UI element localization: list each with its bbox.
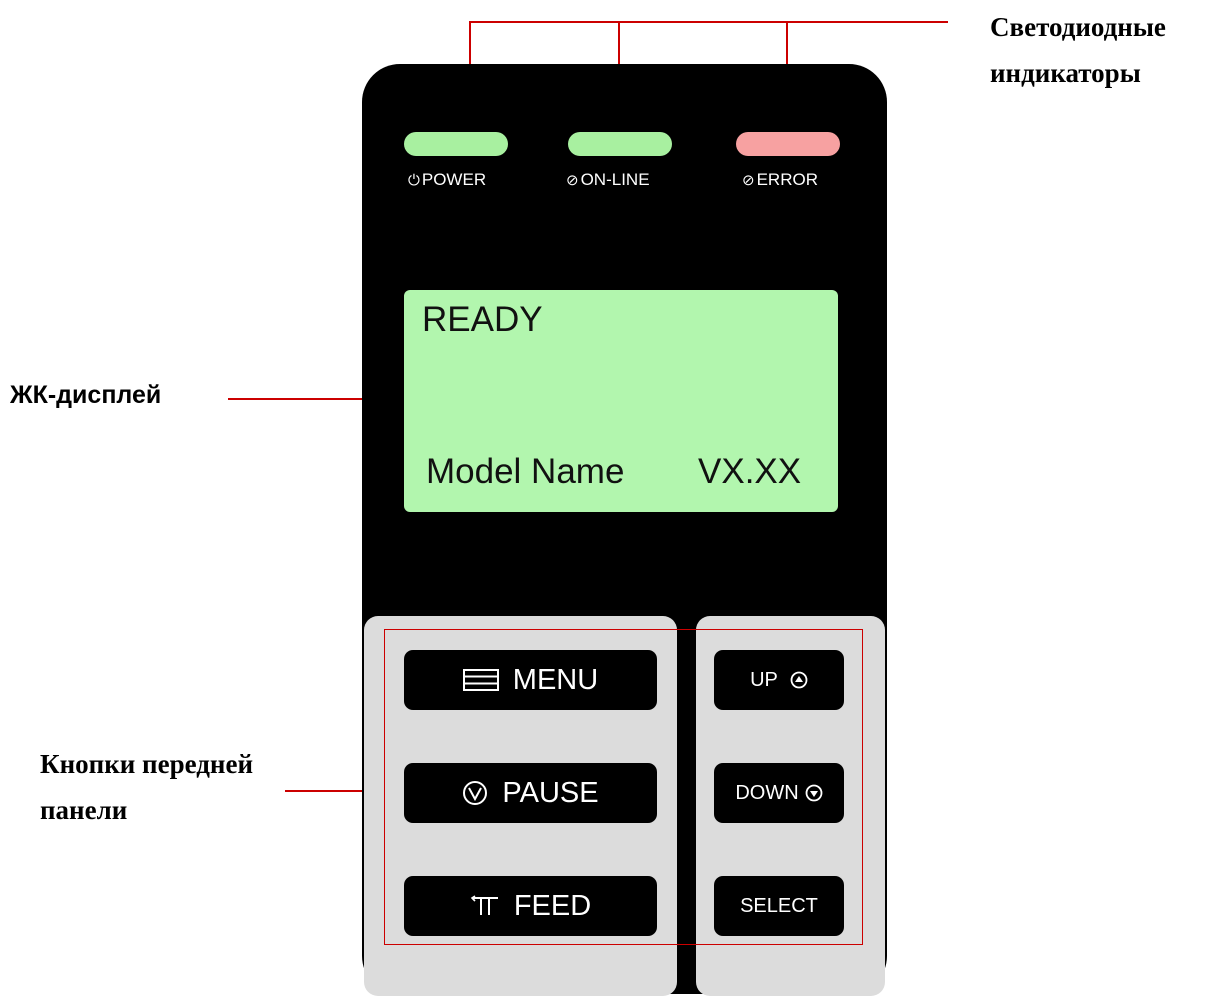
menu-button[interactable]: MENU [404, 650, 657, 710]
down-button[interactable]: DOWN [714, 763, 844, 823]
lcd-status: READY [422, 300, 543, 339]
leader-leds-horizontal [469, 21, 948, 23]
callout-leds: Светодиодные индикаторы [990, 4, 1166, 96]
select-button[interactable]: SELECT [714, 876, 844, 936]
leader-buttons [285, 790, 385, 792]
lcd-version: VX.XX [698, 452, 802, 491]
up-arrow-icon [790, 671, 808, 689]
callout-lcd: ЖК-дисплей [10, 381, 162, 409]
up-button[interactable]: UP [714, 650, 844, 710]
pause-button[interactable]: PAUSE [404, 763, 657, 823]
callout-buttons: Кнопки передней панели [40, 741, 253, 833]
callout-buttons-line2: панели [40, 795, 128, 825]
pause-icon [462, 780, 488, 806]
select-button-label: SELECT [740, 894, 818, 917]
feed-button[interactable]: FEED [404, 876, 657, 936]
error-icon: ⊘ [742, 172, 755, 189]
lcd-display: READY Model Name VX.XX [404, 290, 838, 512]
pause-button-label: PAUSE [502, 776, 599, 809]
callout-leds-line2: индикаторы [990, 58, 1141, 88]
down-button-label: DOWN [735, 781, 799, 804]
lcd-model-name: Model Name [426, 452, 625, 491]
led-label-power: ⏻POWER [408, 170, 487, 189]
led-power [404, 132, 508, 156]
menu-icon [462, 669, 499, 691]
feed-icon [470, 895, 500, 917]
menu-button-label: MENU [512, 663, 599, 696]
led-error [736, 132, 840, 156]
led-label-error: ⊘ERROR [742, 170, 818, 189]
led-online [568, 132, 672, 156]
led-label-online: ⊘ON-LINE [566, 170, 650, 189]
down-arrow-icon [805, 784, 823, 802]
feed-button-label: FEED [513, 889, 592, 922]
power-icon: ⏻ [408, 172, 420, 189]
online-icon: ⊘ [566, 172, 579, 189]
leader-lcd [228, 398, 408, 400]
callout-buttons-line1: Кнопки передней [40, 749, 253, 779]
buttons-highlight-box [384, 629, 863, 945]
callout-leds-line1: Светодиодные [990, 12, 1166, 42]
up-button-label: UP [750, 668, 778, 691]
